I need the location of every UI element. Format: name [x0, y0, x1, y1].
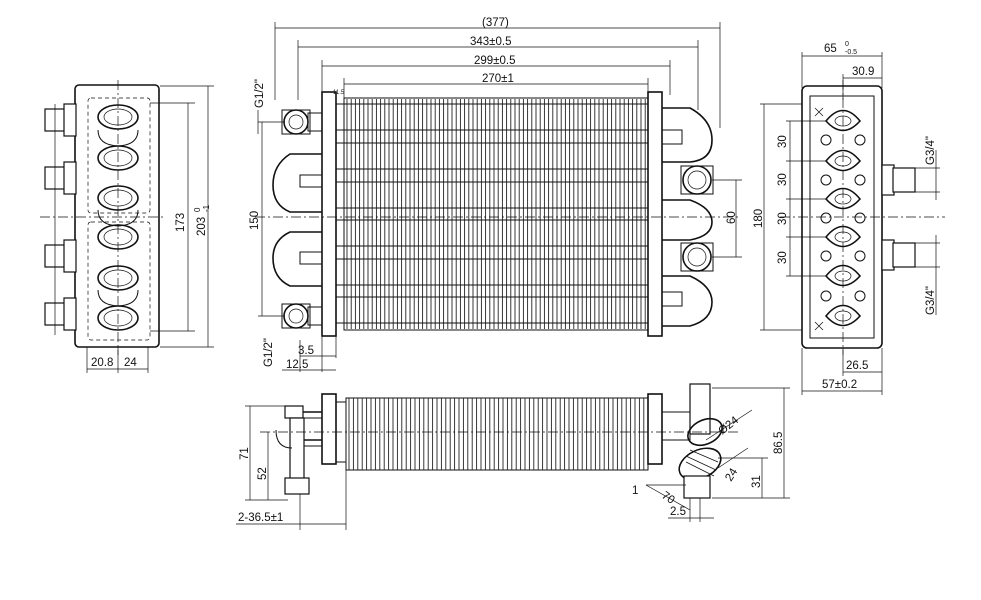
dim-24: 24 — [124, 357, 137, 369]
dim-2-5: 2.5 — [670, 506, 686, 518]
right-pipe-stubs — [881, 164, 916, 271]
left-plate-outline — [74, 84, 160, 348]
thread-g12-bottom: G1/2" — [263, 338, 275, 367]
right-top-dims: 65 0 -0.5 30.9 — [801, 41, 883, 100]
dim-203-tol-lower: -1 — [202, 204, 211, 212]
bottom-right-pipe — [661, 383, 723, 499]
dim-30-a: 30 — [777, 135, 789, 148]
right-inner-outline — [809, 95, 875, 339]
dim-30-9: 30.9 — [852, 66, 874, 78]
left-side-view: 173 203 0 -1 20.8 24 — [40, 80, 214, 373]
left-channel-2 — [97, 209, 139, 227]
dim-24-bottom: 24 — [723, 466, 740, 484]
dim-270: 270±1 — [482, 73, 514, 85]
dim-dia24: Ø24 — [716, 414, 741, 437]
dim-30-c: 30 — [777, 212, 789, 225]
thread-g34-top: G3/4" — [925, 136, 937, 165]
dim-65-tol-lower: -0.5 — [845, 49, 857, 56]
dim-12-5: 12.5 — [286, 359, 308, 371]
front-right-fittings — [661, 107, 714, 327]
left-channel-3 — [97, 289, 139, 307]
thread-g12-top: G1/2" — [254, 79, 266, 108]
right-lobes — [824, 109, 862, 327]
dim-65: 65 — [824, 43, 837, 55]
dim-60: 60 — [726, 211, 738, 224]
front-tube-rows — [335, 103, 649, 324]
dim-3-5: 3.5 — [298, 345, 314, 357]
dim-86-5: 86.5 — [773, 432, 785, 454]
dim-30-b: 30 — [777, 173, 789, 186]
bottom-right-end-plate — [647, 393, 663, 465]
front-fin-block — [343, 97, 649, 331]
bottom-fins — [348, 398, 645, 470]
dim-20-8: 20.8 — [91, 357, 113, 369]
dim-203-tol-upper: 0 — [193, 207, 202, 212]
dim-30-d: 30 — [777, 251, 789, 264]
front-right-dims: 60 — [712, 179, 742, 258]
left-dim-173: 173 — [150, 102, 195, 332]
dim-52: 52 — [257, 467, 269, 480]
dim-377: (377) — [482, 17, 509, 29]
front-view: (377) 343±0.5 299±0.5 270±1 11.5 — [249, 17, 742, 372]
right-bottom-dims: 26.5 57±0.2 — [801, 348, 883, 395]
dim-65-tol-upper: 0 — [845, 41, 849, 48]
dim-1: 1 — [632, 485, 638, 497]
dim-299: 299±0.5 — [474, 55, 516, 67]
dim-203: 203 — [196, 217, 208, 236]
bottom-right-dims: 86.5 31 Ø24 24 70 1 2.5 — [632, 387, 790, 522]
front-top-dims: (377) 343±0.5 299±0.5 270±1 — [274, 17, 721, 128]
right-holes — [814, 107, 866, 331]
dim-70: 70 — [659, 490, 676, 507]
right-thread-dims: G3/4" G3/4" — [915, 136, 940, 315]
dim-173: 173 — [175, 213, 187, 232]
dim-26-5: 26.5 — [846, 360, 868, 372]
left-dim-203: 203 0 -1 — [160, 85, 214, 348]
left-channel-1 — [97, 129, 139, 147]
bottom-left-pipe — [275, 405, 323, 495]
front-right-end-plate — [647, 91, 663, 337]
bottom-view: 71 52 2-36.5±1 86.5 31 Ø24 24 70 1 — [236, 383, 790, 530]
dim-57: 57±0.2 — [822, 379, 857, 391]
dim-150: 150 — [249, 211, 261, 230]
dim-71: 71 — [239, 447, 251, 460]
bottom-fin-block — [345, 397, 649, 471]
front-fins — [346, 99, 646, 329]
small-label: 11.5 — [333, 90, 345, 96]
left-upper-dashed-box — [87, 97, 151, 214]
dim-31: 31 — [751, 475, 763, 488]
bottom-left-dims: 71 52 2-36.5±1 — [236, 405, 347, 530]
dim-2x36-5: 2-36.5±1 — [238, 512, 283, 524]
left-lower-dashed-box — [87, 221, 151, 341]
left-pipe-stubs — [44, 103, 77, 335]
front-left-dims: 150 G1/2" G1/2" 3.5 12.5 — [249, 79, 337, 372]
bottom-left-end-plate — [321, 393, 337, 465]
dim-180: 180 — [753, 209, 765, 228]
front-left-fittings — [272, 109, 323, 329]
front-left-end-plate — [321, 91, 337, 337]
left-dim-bottom: 20.8 24 — [86, 347, 149, 373]
right-side-view: 65 0 -0.5 30.9 180 30 30 30 30 — [753, 41, 945, 395]
thread-g34-bottom: G3/4" — [925, 286, 937, 315]
dim-343: 343±0.5 — [470, 36, 512, 48]
right-left-dims: 180 30 30 30 30 — [753, 103, 826, 331]
